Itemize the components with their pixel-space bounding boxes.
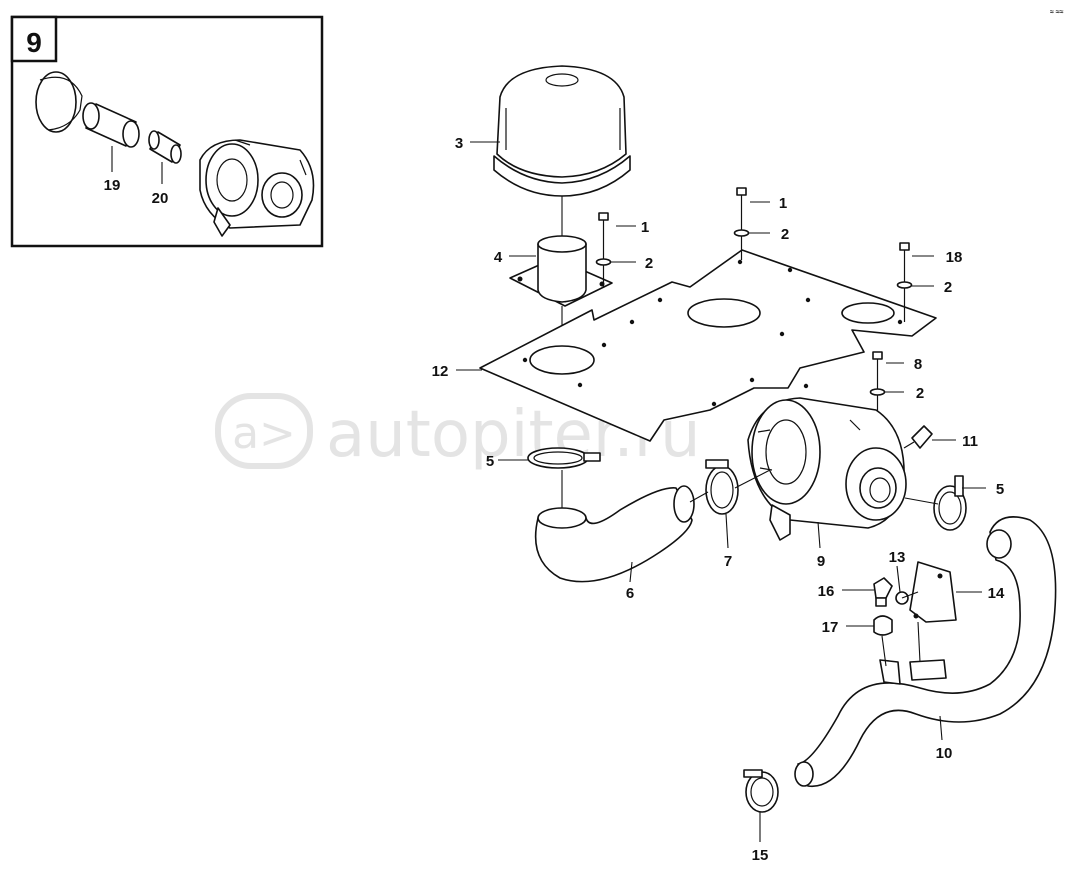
clamp-7	[705, 459, 739, 515]
callout-18: 18	[946, 249, 963, 266]
clamp-5-left	[527, 447, 601, 469]
callout-numbers: 3 1 2 4 1 2 18 2 12 8 2 5 11 5 7 6 9 13 …	[432, 135, 1005, 864]
callout-2-center: 2	[781, 226, 789, 243]
callout-2-left: 2	[645, 255, 653, 272]
inset-filter-element	[82, 102, 140, 148]
inset-cover-cap	[35, 71, 83, 133]
fitting-17	[873, 615, 893, 636]
bolt-8	[869, 351, 886, 420]
callout-17: 17	[822, 619, 839, 636]
intake-elbow-hose	[534, 485, 695, 583]
callout-13: 13	[889, 549, 906, 566]
inset-number: 9	[26, 27, 42, 58]
adapter-flange	[509, 235, 613, 307]
leader-lines	[456, 141, 986, 842]
callout-1-center: 1	[779, 195, 787, 212]
bolt-13	[895, 591, 919, 605]
callout-1-left: 1	[641, 219, 649, 236]
bolt-18	[896, 242, 913, 322]
inset-panel: 9 19 20	[10, 15, 324, 248]
service-indicator	[903, 425, 933, 449]
clamp-5-right	[933, 475, 967, 531]
fitting-16	[873, 577, 893, 607]
callout-10: 10	[936, 745, 953, 762]
bolt-1-center	[733, 187, 750, 260]
callout-12: 12	[432, 363, 449, 380]
bolt-1-left	[595, 212, 612, 288]
callout-4: 4	[494, 249, 503, 266]
callout-5-right: 5	[996, 481, 1004, 498]
clamp-15	[743, 769, 779, 813]
outlet-pipe	[794, 516, 1057, 788]
callout-7: 7	[724, 553, 732, 570]
callout-15: 15	[752, 847, 769, 864]
callout-14: 14	[988, 585, 1005, 602]
watermark-logo: a>	[232, 408, 296, 459]
callout-11: 11	[962, 433, 978, 450]
corner-mark: ≈ ≈≈	[1050, 9, 1064, 16]
callout-6: 6	[626, 585, 634, 602]
callout-19: 19	[104, 177, 121, 194]
mounting-plate	[479, 249, 937, 442]
callout-9: 9	[817, 553, 825, 570]
inset-housing	[199, 139, 315, 237]
callout-16: 16	[818, 583, 835, 600]
callout-2-right: 2	[944, 279, 952, 296]
bracket-14	[909, 561, 957, 623]
inset-safety-element	[148, 130, 182, 164]
callout-5-left: 5	[486, 453, 494, 470]
callout-2-lower: 2	[916, 385, 924, 402]
precleaner-cap	[493, 65, 631, 197]
callout-8: 8	[914, 356, 922, 373]
callout-20: 20	[152, 190, 169, 207]
callout-3: 3	[455, 135, 463, 152]
air-cleaner-housing	[747, 397, 907, 541]
